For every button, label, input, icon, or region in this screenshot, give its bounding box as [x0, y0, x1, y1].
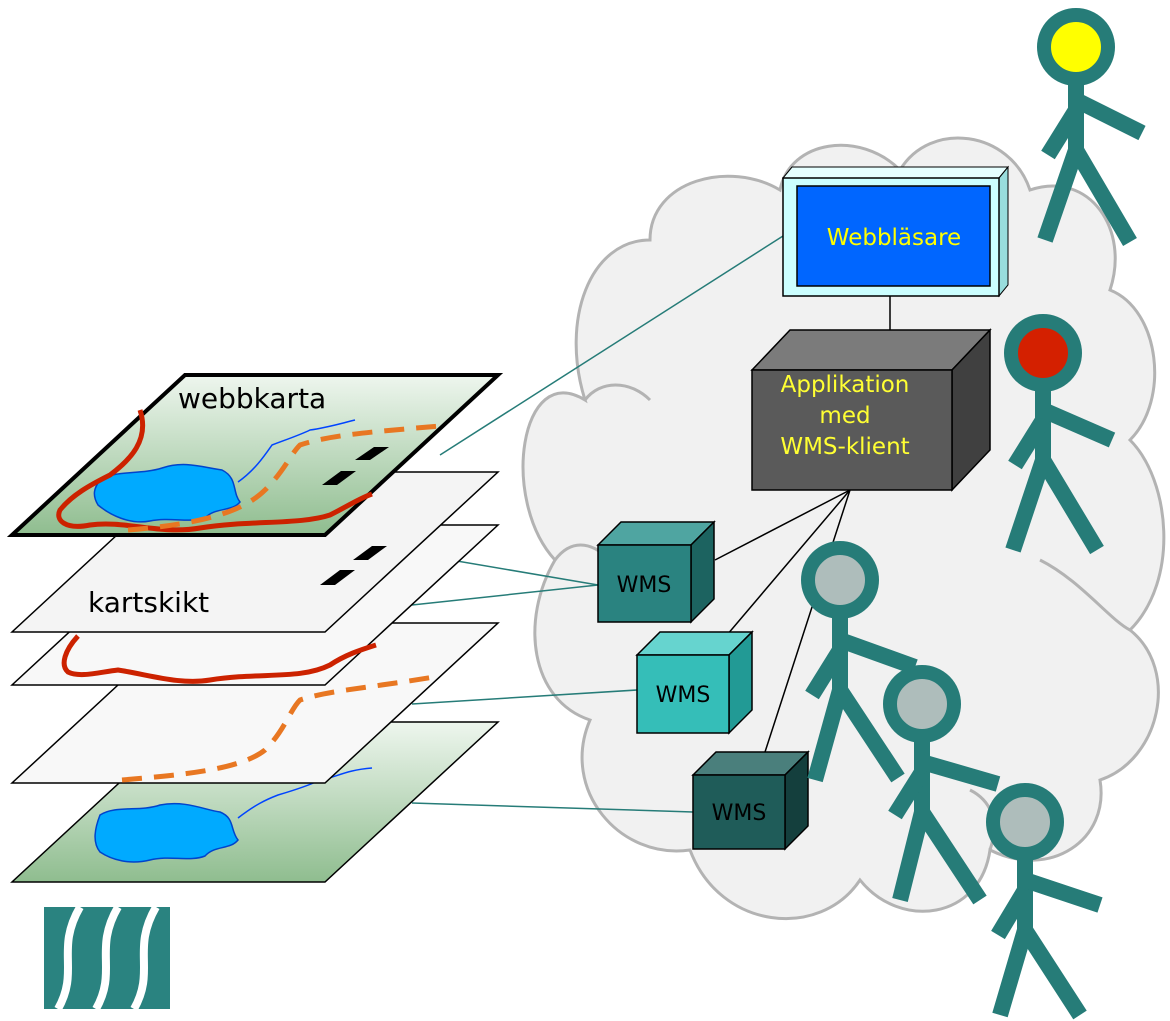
person-yellow-icon [1037, 8, 1146, 247]
lake-shape-top [93, 463, 241, 523]
webbkarta-label: webbkarta [178, 382, 326, 415]
person-grey-2-icon [883, 665, 1001, 905]
wms-3-label: WMS [712, 801, 767, 826]
wms-server-3: WMS [691, 750, 810, 851]
map-layer-webbkarta: webbkarta [6, 373, 504, 537]
wms-2-label: WMS [656, 683, 711, 708]
browser-label: Webbläsare [827, 225, 961, 251]
application-box: Applikation med WMS-klient [750, 328, 992, 492]
app-label-line3: WMS-klient [780, 434, 909, 460]
person-grey-3-icon [986, 783, 1103, 1020]
browser-monitor: Webbläsare [781, 165, 1010, 298]
layers-label: kartskikt [88, 586, 209, 619]
stream-line [237, 767, 373, 819]
connector-lines [409, 235, 784, 813]
lake-shape [94, 802, 239, 863]
app-label-line1: Applikation [781, 372, 910, 398]
wms-server-2: WMS [635, 630, 754, 735]
app-links [709, 296, 891, 753]
person-red-icon [1004, 314, 1116, 555]
wms-server-1: WMS [596, 520, 716, 624]
app-label-line2: med [819, 403, 870, 429]
map-layer-buildings: kartskikt [10, 471, 500, 633]
person-grey-1-icon [801, 541, 918, 783]
wms-1-label: WMS [617, 573, 672, 598]
sis-logo [44, 904, 170, 1011]
